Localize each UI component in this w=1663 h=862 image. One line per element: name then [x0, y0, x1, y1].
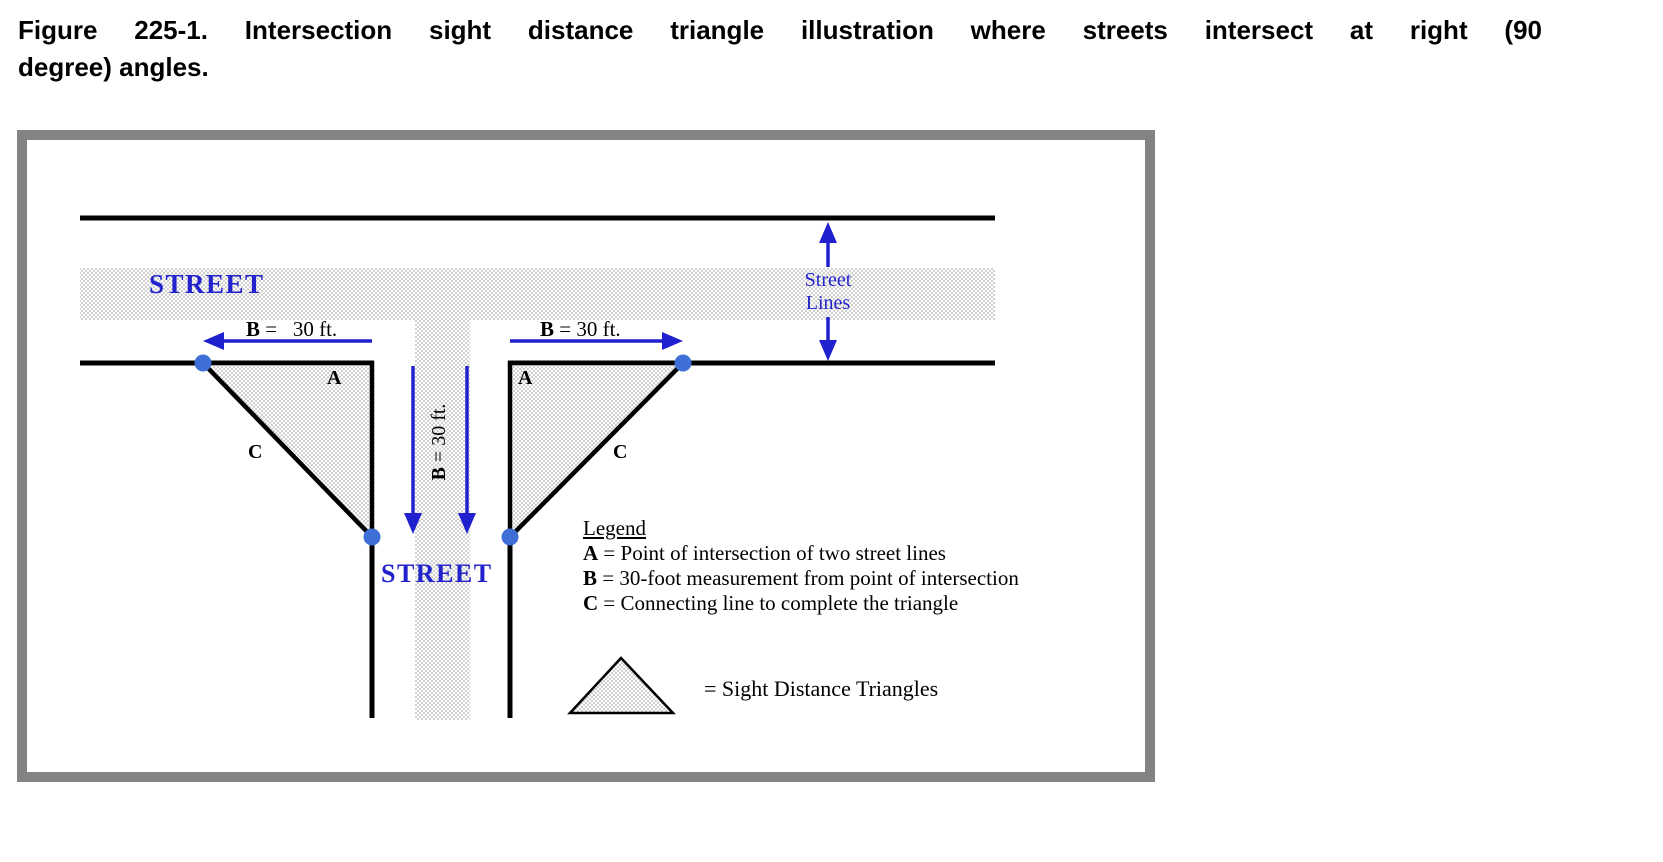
street-lines-label: Street Lines [778, 269, 878, 315]
legend: Legend A = Point of intersection of two … [583, 516, 1019, 616]
legend-triangle-symbol [567, 656, 676, 715]
b-right-label: B = 30 ft. [540, 317, 621, 341]
sight-triangle-right [507, 360, 689, 543]
street-lines-label-line1: Street [804, 269, 852, 291]
point-dot-right-outer [674, 354, 692, 372]
point-dot-left-outer [194, 354, 212, 372]
legend-symbol-caption: = Sight Distance Triangles [704, 676, 939, 701]
point-dot-left-bottom [363, 528, 381, 546]
b-vertical-label: B = 30 ft. [428, 403, 450, 481]
street-vertical-label: STREET [381, 559, 493, 588]
street-lines-arrow [819, 222, 837, 361]
triangle-right-label-a: A [518, 367, 533, 389]
legend-item-c: C = Connecting line to complete the tria… [583, 591, 959, 615]
figure-caption: Figure 225-1. Intersection sight distanc… [18, 12, 1542, 86]
figure-caption-line2: degree) angles. [18, 52, 209, 82]
street-horizontal-label: STREET [149, 269, 265, 299]
diagram-frame: STREET B = 30 ft. B = 30 ft. B = 30 ft. … [17, 130, 1155, 782]
b-left-label: B = 30 ft. [246, 317, 338, 341]
b-arrow-left [203, 332, 372, 350]
point-dot-right-bottom [501, 528, 519, 546]
diagram-canvas [80, 215, 995, 720]
b-arrow-vertical-left [404, 366, 422, 534]
legend-item-b: B = 30-foot measurement from point of in… [583, 566, 1019, 590]
sight-triangle-left [197, 360, 375, 543]
b-arrow-vertical-right [458, 366, 476, 534]
triangle-right-label-c: C [613, 441, 628, 463]
legend-title: Legend [583, 516, 646, 540]
street-vertical-pavement [415, 320, 470, 720]
legend-item-a: A = Point of intersection of two street … [583, 541, 946, 565]
triangle-left-label-a: A [327, 367, 342, 389]
figure-caption-line1: Figure 225-1. Intersection sight distanc… [18, 15, 1542, 45]
street-horizontal-pavement [80, 268, 995, 320]
street-lines-label-line2: Lines [805, 292, 851, 314]
triangle-left-label-c: C [248, 441, 263, 463]
b-arrow-right [510, 332, 683, 350]
